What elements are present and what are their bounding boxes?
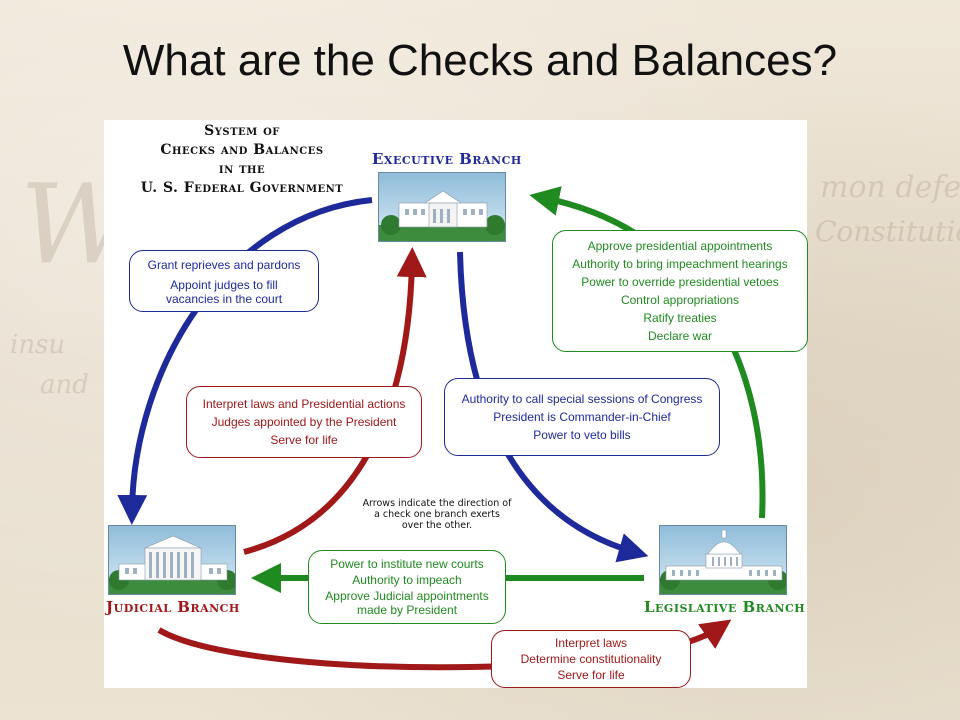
check-item: Approve Judicial appointments [325, 589, 489, 603]
check-item: Power to institute new courts [330, 557, 484, 571]
check-item: Authority to bring impeachment hearings [572, 257, 788, 271]
box-judicial-checks-legislative: Interpret laws Determine constitutionali… [491, 630, 691, 688]
legislative-branch-label: Legislative Branch [644, 598, 806, 616]
check-item: Judges appointed by the President [211, 415, 397, 429]
checks-and-balances-diagram: System of Checks and Balances in the U. … [104, 120, 808, 688]
check-item: Interpret laws [554, 636, 628, 650]
capitol-image [659, 525, 787, 595]
background-script-decoration: Constitutio [815, 215, 960, 248]
system-title-line: System of [204, 123, 280, 139]
check-item: Power to veto bills [533, 428, 631, 442]
check-item: Grant reprieves and pardons [147, 258, 301, 272]
check-item: vacancies in the court [165, 292, 283, 306]
check-item: Declare war [647, 329, 713, 343]
background-script-decoration: mon defe [820, 170, 960, 205]
check-item: Power to override presidential vetoes [581, 275, 779, 289]
arrow-executive-to-judicial [117, 197, 373, 525]
box-executive-checks-legislative: Authority to call special sessions of Co… [444, 378, 720, 456]
check-item: Authority to call special sessions of Co… [461, 392, 703, 406]
check-item: Appoint judges to fill [170, 278, 278, 292]
check-item: Serve for life [270, 433, 338, 447]
check-item: Interpret laws and Presidential actions [202, 397, 406, 411]
slide-title: What are the Checks and Balances? [122, 36, 838, 85]
check-item: Serve for life [557, 668, 625, 682]
box-legislative-checks-judicial: Power to institute new courts Authority … [308, 550, 506, 624]
executive-branch-label: Executive Branch [372, 150, 522, 168]
box-executive-checks-judicial: Grant reprieves and pardons Appoint judg… [129, 250, 319, 312]
check-item: Approve presidential appointments [587, 239, 773, 253]
system-title: System of Checks and Balances in the U. … [122, 122, 362, 198]
check-item: Authority to impeach [352, 573, 462, 587]
check-item: Ratify treaties [643, 311, 717, 325]
system-title-line: in the [218, 161, 266, 177]
background-script-decoration: and [40, 370, 89, 400]
white-house-image [378, 172, 506, 242]
check-item: President is Commander-in-Chief [493, 410, 671, 424]
system-title-line: U. S. Federal Government [140, 180, 344, 196]
check-item: Determine constitutionality [520, 652, 662, 666]
check-item: Control appropriations [620, 293, 740, 307]
arrow-direction-note: Arrows indicate the direction of a check… [362, 498, 512, 531]
supreme-court-image [108, 525, 236, 595]
system-title-line: Checks and Balances [160, 142, 324, 158]
check-item: made by President [356, 603, 458, 617]
box-legislative-checks-executive: Approve presidential appointments Author… [552, 230, 808, 352]
box-judicial-checks-executive: Interpret laws and Presidential actions … [186, 386, 422, 458]
background-script-decoration: insu [10, 330, 66, 360]
judicial-branch-label: Judicial Branch [106, 598, 240, 616]
